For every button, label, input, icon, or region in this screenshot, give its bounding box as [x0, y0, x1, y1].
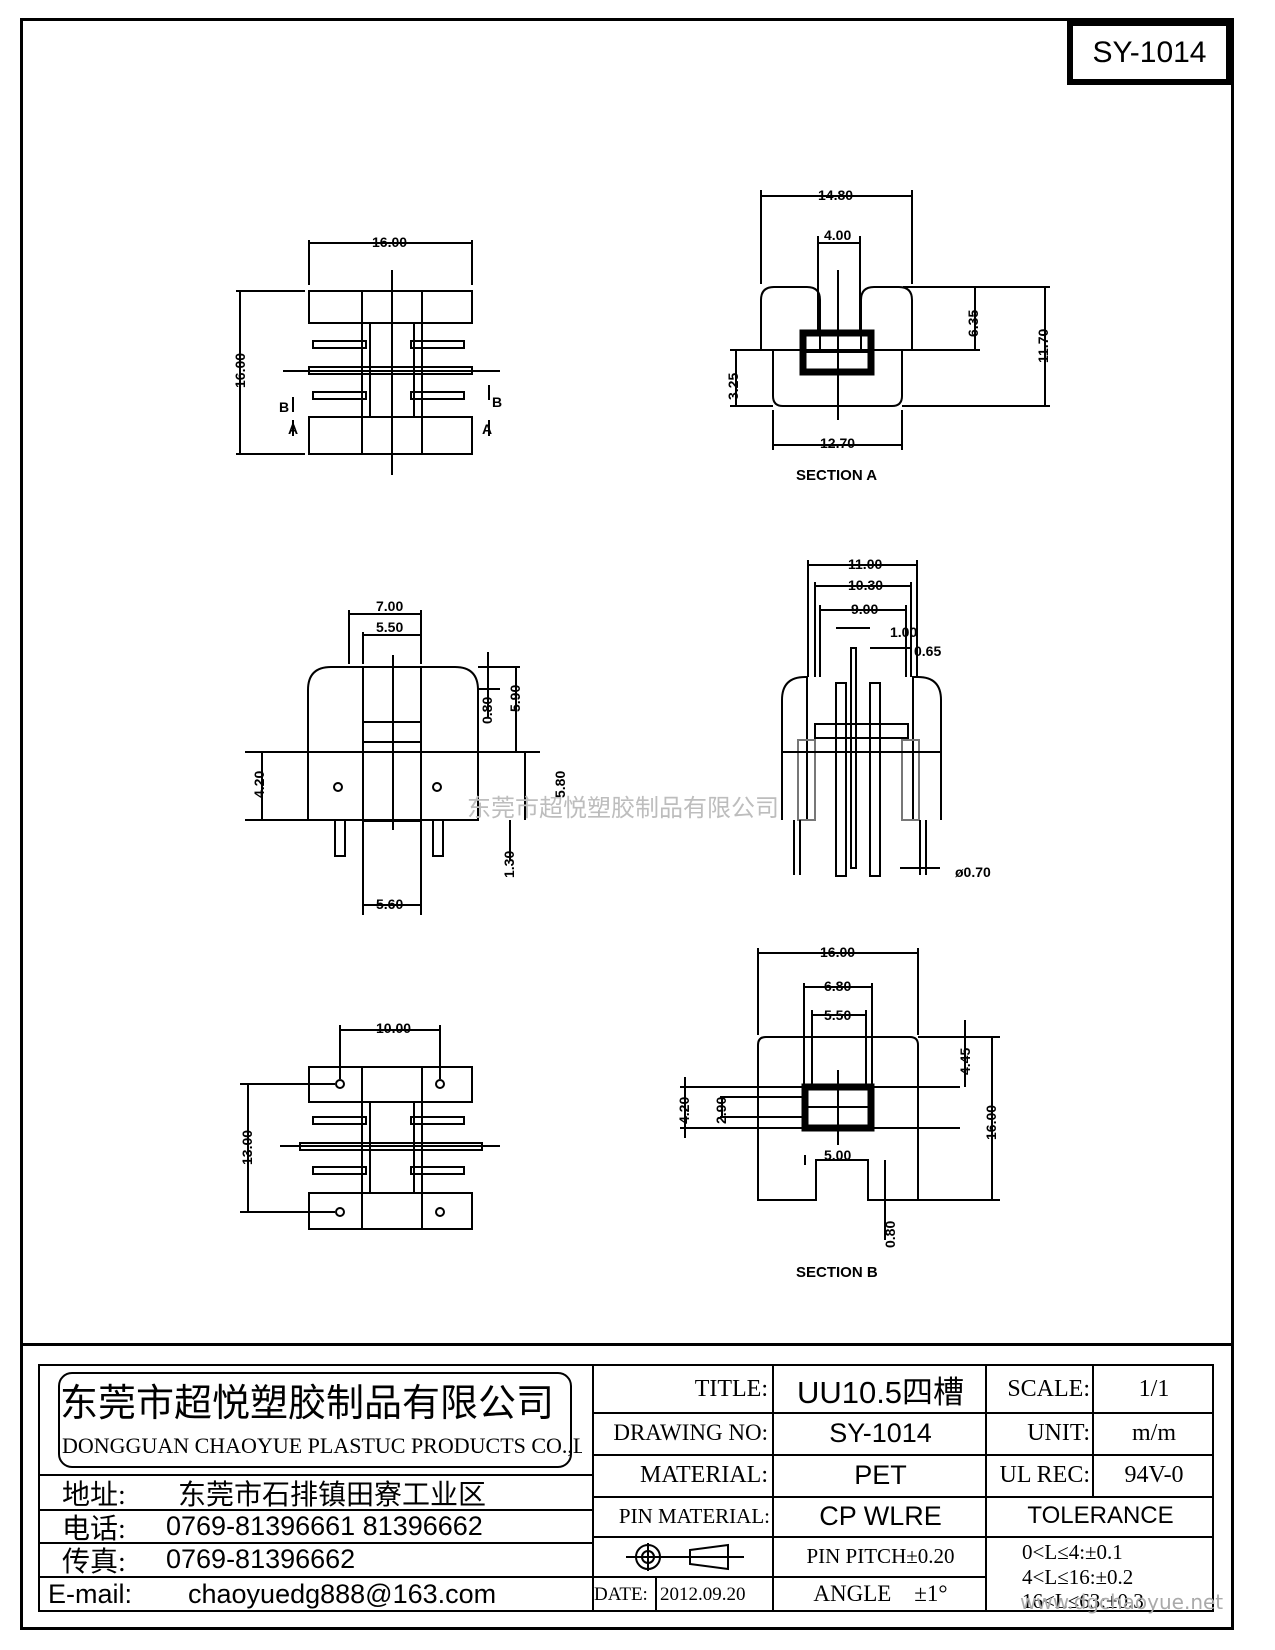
dim-sa-width: 14.80 — [818, 187, 853, 203]
section-b-label: SECTION B — [796, 1264, 878, 1281]
dim-top-mark-b-right: B — [492, 394, 502, 410]
dim-sb-gap: 5.00 — [824, 1147, 851, 1163]
company-logo-box — [58, 1372, 572, 1468]
drawing-frame — [20, 18, 1234, 1630]
projection-symbol-icon — [620, 1540, 750, 1574]
dim-sa-inner: 4.00 — [824, 227, 851, 243]
scale-value: 1/1 — [1138, 1375, 1170, 1402]
dim-sb-h1: 4.45 — [957, 1048, 973, 1075]
material-value: PET — [854, 1459, 907, 1490]
side-view — [781, 560, 942, 877]
email: chaoyuedg888@163.com — [188, 1579, 497, 1609]
scale-label: SCALE: — [1007, 1375, 1090, 1402]
dim-bt-width: 10.00 — [376, 1020, 411, 1036]
part-code: SY-1014 — [1092, 35, 1207, 69]
dim-fr-d3: 4.20 — [251, 771, 267, 798]
ul-value: 94V-0 — [1124, 1461, 1184, 1488]
dim-fr-d5: 1.30 — [501, 851, 517, 878]
section-a-label: SECTION A — [796, 467, 877, 484]
phone: 0769-81396661 81396662 — [166, 1511, 483, 1541]
dim-sb-h4: 2.90 — [713, 1097, 729, 1124]
corner-watermark: www.dgchaoyue.net — [1020, 1590, 1224, 1614]
dim-fr-d1: 0.80 — [479, 697, 495, 724]
frame-divider — [20, 1343, 1234, 1346]
front-view — [245, 610, 540, 915]
tolerance-label: TOLERANCE — [1027, 1502, 1174, 1529]
material-label: MATERIAL: — [640, 1461, 768, 1488]
phone-label: 电话: — [62, 1513, 126, 1544]
drawing-no-value: SY-1014 — [829, 1417, 932, 1448]
section-b-view — [680, 948, 1000, 1240]
company-name-cn: 东莞市超悦塑胶制品有限公司 — [60, 1382, 555, 1425]
center-watermark: 东莞市超悦塑胶制品有限公司 — [467, 794, 779, 822]
date: 2012.09.20 — [660, 1584, 746, 1605]
fax: 0769-81396662 — [166, 1544, 356, 1574]
pin-pitch: PIN PITCH±0.20 — [806, 1543, 955, 1568]
dim-top-width: 16.00 — [372, 234, 407, 250]
dim-sd-w2: 10.30 — [848, 577, 883, 593]
dim-top-mark-a-right: A — [482, 421, 492, 437]
dim-top-mark-b-left: B — [279, 399, 289, 415]
tolerance-1: 0<L≤4:±0.1 — [1022, 1540, 1123, 1564]
tolerance-2: 4<L≤16:±0.2 — [1022, 1565, 1134, 1589]
title-value: UU10.5四槽 — [796, 1374, 965, 1410]
dim-sb-h3: 4.20 — [676, 1097, 692, 1124]
pin-material-label: PIN MATERIAL: — [618, 1503, 770, 1528]
part-code-box: SY-1014 — [1067, 20, 1232, 85]
dim-sd-w3: 9.00 — [851, 601, 878, 617]
dim-sd-w1: 11.00 — [848, 556, 882, 572]
unit-label: UNIT: — [1027, 1419, 1090, 1446]
dim-fr-d2: 5.90 — [507, 685, 523, 712]
email-label: E-mail: — [48, 1579, 133, 1609]
title-label: TITLE: — [694, 1375, 768, 1402]
dim-sd-pin-dia: ø0.70 — [955, 864, 991, 880]
dim-top-mark-a-left: A — [288, 421, 298, 437]
ul-label: UL REC: — [999, 1461, 1090, 1488]
unit-value: m/m — [1131, 1419, 1176, 1446]
dim-top-height: 16.00 — [232, 353, 248, 388]
dim-fr-w2: 5.50 — [376, 619, 403, 635]
top-left-view — [236, 240, 500, 475]
angle: ANGLE ±1° — [813, 1581, 948, 1606]
dim-sa-base: 12.70 — [820, 435, 855, 451]
dim-sa-h1: 6.35 — [965, 310, 981, 337]
dim-fr-d4: 5.80 — [552, 771, 568, 798]
dim-sb-foot: 0.80 — [882, 1221, 898, 1248]
dim-sd-t1: 1.00 — [890, 624, 917, 640]
dim-sb-w3: 5.50 — [824, 1007, 851, 1023]
drawing-no-label: DRAWING NO: — [613, 1420, 768, 1445]
company-name-en: DONGGUAN CHAOYUE PLASTUC PRODUCTS CO.,LT… — [62, 1433, 582, 1458]
date-label: DATE: — [594, 1584, 648, 1605]
dim-fr-w1: 7.00 — [376, 598, 403, 614]
fax-label: 传真: — [62, 1546, 126, 1577]
title-block: 东莞市超悦塑胶制品有限公司 DONGGUAN CHAOYUE PLASTUC P… — [38, 1364, 1214, 1613]
address-label: 地址: — [62, 1480, 126, 1510]
dim-sb-h2: 16.00 — [983, 1105, 999, 1140]
dim-sa-h3: 3.25 — [725, 373, 741, 400]
pin-material-value: CP WLRE — [819, 1500, 942, 1531]
dim-sb-width: 16.00 — [820, 944, 855, 960]
dim-sd-t2: 0.65 — [914, 643, 941, 659]
dim-sa-h2: 11.70 — [1035, 329, 1051, 363]
tolerance-3: 16<L≤63:±0.3 — [1022, 1589, 1144, 1613]
dim-sb-w2: 6.80 — [824, 978, 851, 994]
dim-bt-height: 13.00 — [239, 1130, 255, 1165]
address: 东莞市石排镇田寮工业区 — [178, 1480, 487, 1510]
bottom-view — [240, 1025, 500, 1230]
section-a-view — [730, 190, 1050, 450]
dim-fr-pin: 5.60 — [376, 896, 403, 912]
